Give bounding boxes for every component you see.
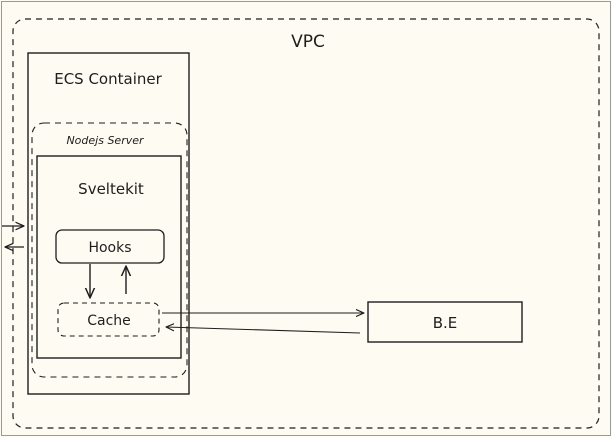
backend-to-cache-arrow [166, 327, 361, 334]
sveltekit-box [36, 155, 182, 359]
cache-box [57, 302, 160, 337]
hooks-box [55, 229, 165, 264]
sveltekit-label: Sveltekit [78, 180, 144, 198]
vpc-label: VPC [291, 32, 325, 52]
hooks-label: Hooks [88, 240, 131, 256]
backend-label: B.E [433, 314, 458, 332]
nodejs-server-label: Nodejs Server [66, 134, 145, 147]
cache-label: Cache [87, 313, 131, 329]
vpc-boundary [12, 18, 600, 429]
ecs-container-box [27, 52, 190, 395]
ecs-container-label: ECS Container [54, 70, 162, 88]
backend-box [367, 301, 523, 343]
nodejs-server-boundary [31, 122, 188, 378]
